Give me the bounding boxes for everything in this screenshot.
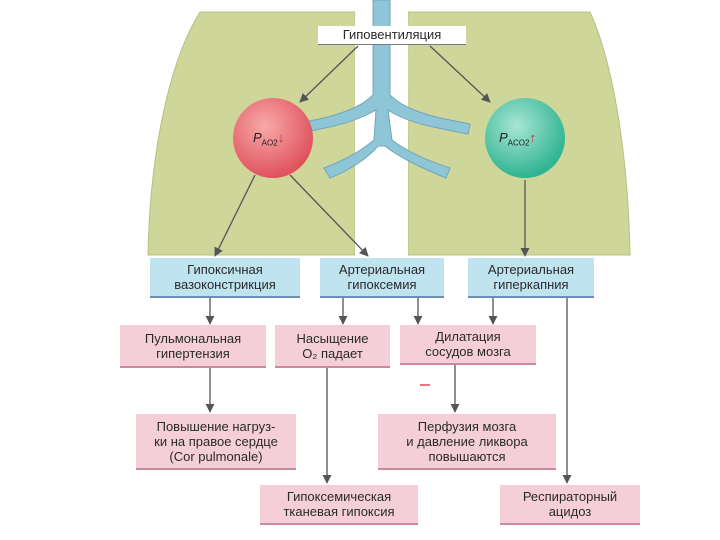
paco2-label: PACO2↑: [499, 130, 536, 148]
arrow-left-circle-to-vaso: [214, 174, 256, 257]
pao2-label: PAO2↓: [253, 130, 285, 148]
flow-arrows: [205, 45, 572, 484]
pao2-circle: [233, 98, 313, 178]
arrow-top-to-left-circle: [299, 45, 359, 103]
airway-tree: [293, 0, 471, 179]
paco2-circle: [485, 98, 565, 178]
arrow-left-circle-to-hypox: [289, 174, 369, 257]
arrow-top-to-right-circle: [429, 45, 491, 103]
arrow-down-icon: ↓: [277, 130, 285, 145]
box-right-heart-load: Повышение нагруз-ки на правое сердце(Cor…: [136, 414, 296, 470]
hypoventilation-label: Гиповентиляция: [318, 26, 466, 45]
arrow-up-icon: ↑: [529, 130, 536, 145]
